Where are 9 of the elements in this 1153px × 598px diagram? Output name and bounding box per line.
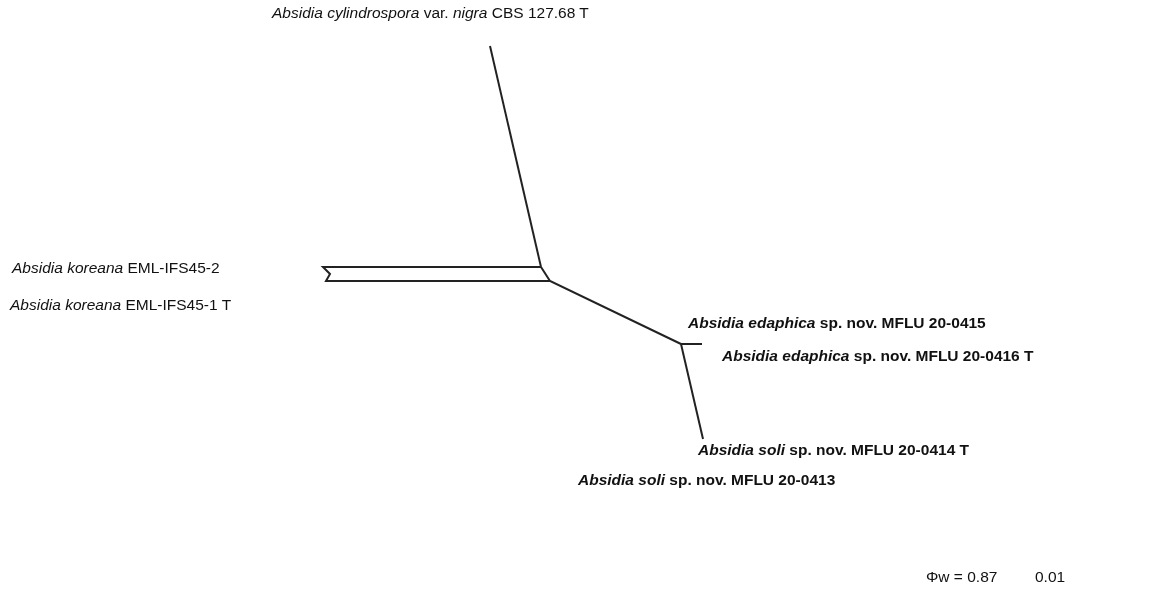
taxon-label: Absidia soli sp. nov. MFLU 20-0414 T <box>698 441 970 459</box>
taxon-label: Absidia soli sp. nov. MFLU 20-0413 <box>578 471 836 489</box>
taxon-label: Absidia edaphica sp. nov. MFLU 20-0416 T <box>722 347 1034 365</box>
taxon-label: Absidia koreana EML-IFS45-2 <box>12 259 220 277</box>
taxon-label: Absidia cylindrospora var. nigra CBS 127.68 T <box>272 4 589 22</box>
statistic-label: Φw = 0.87 <box>926 568 998 586</box>
taxon-label: Absidia koreana EML-IFS45-1 T <box>10 296 232 314</box>
taxon-label: Absidia edaphica sp. nov. MFLU 20-0415 <box>688 314 986 332</box>
scale-label: 0.01 <box>1035 568 1066 586</box>
